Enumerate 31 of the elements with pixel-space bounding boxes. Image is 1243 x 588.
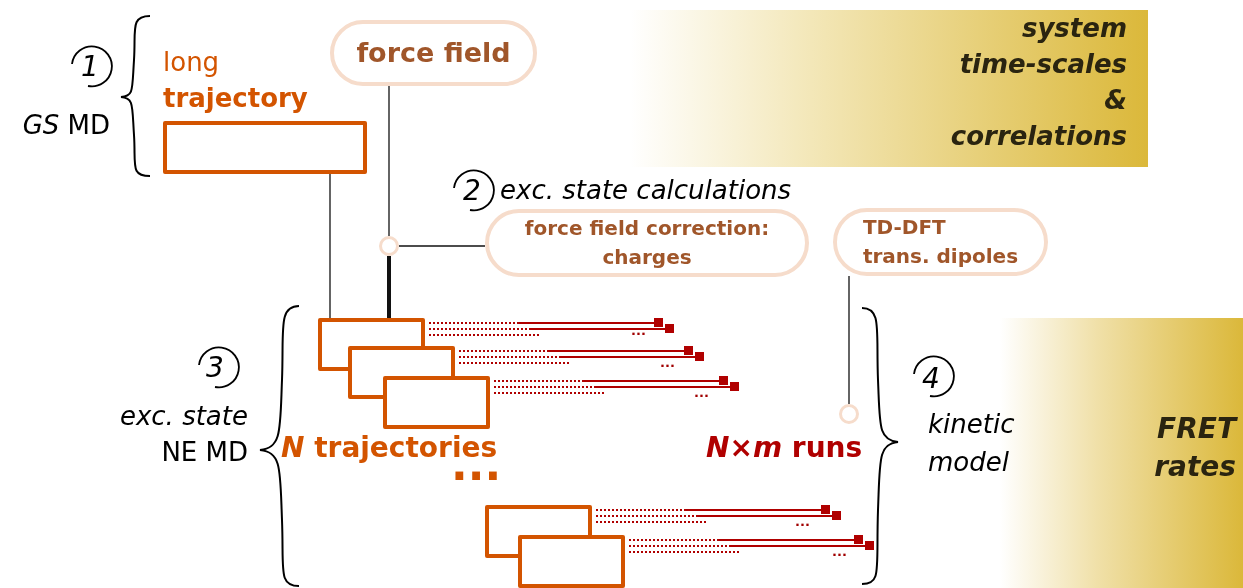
group-label: N trajectories [281,430,498,466]
trajectory-box [518,535,625,588]
connector-line [848,275,850,405]
stage-label: GS MD [21,109,110,142]
connector-line [398,245,486,247]
trajectory-box [348,346,455,399]
connector-line [388,85,390,237]
stage-label: exc. state NE MD [118,400,248,469]
ellipsis: ... [631,324,646,337]
ellipsis: ... [832,545,847,558]
rounded-label-box: TD-DFT trans. dipoles [833,208,1048,276]
step-number: 2 [463,173,481,209]
stage-label: kinetic model [928,408,1016,479]
trajectory-box [383,376,490,429]
ellipsis: ... [795,515,810,528]
panel-text: system time-scales & correlations [949,12,1127,153]
group-label: N×m runs [706,430,863,466]
trajectory-box [318,318,425,371]
trajectory-box [485,505,592,558]
step-number: 4 [922,361,940,397]
connector-line [329,173,331,319]
ellipsis: ... [660,356,675,369]
rounded-label-box: force field correction: charges [485,209,809,277]
rounded-label-box: force field [330,20,537,86]
step-number: 1 [81,49,99,85]
panel-text: FRET rates [1153,411,1236,485]
step-title: exc. state calculations [500,174,792,207]
ellipsis: ... [694,386,709,399]
box-heading: long trajectory [163,46,309,115]
step-number: 3 [206,350,224,386]
connector-line [387,256,391,318]
